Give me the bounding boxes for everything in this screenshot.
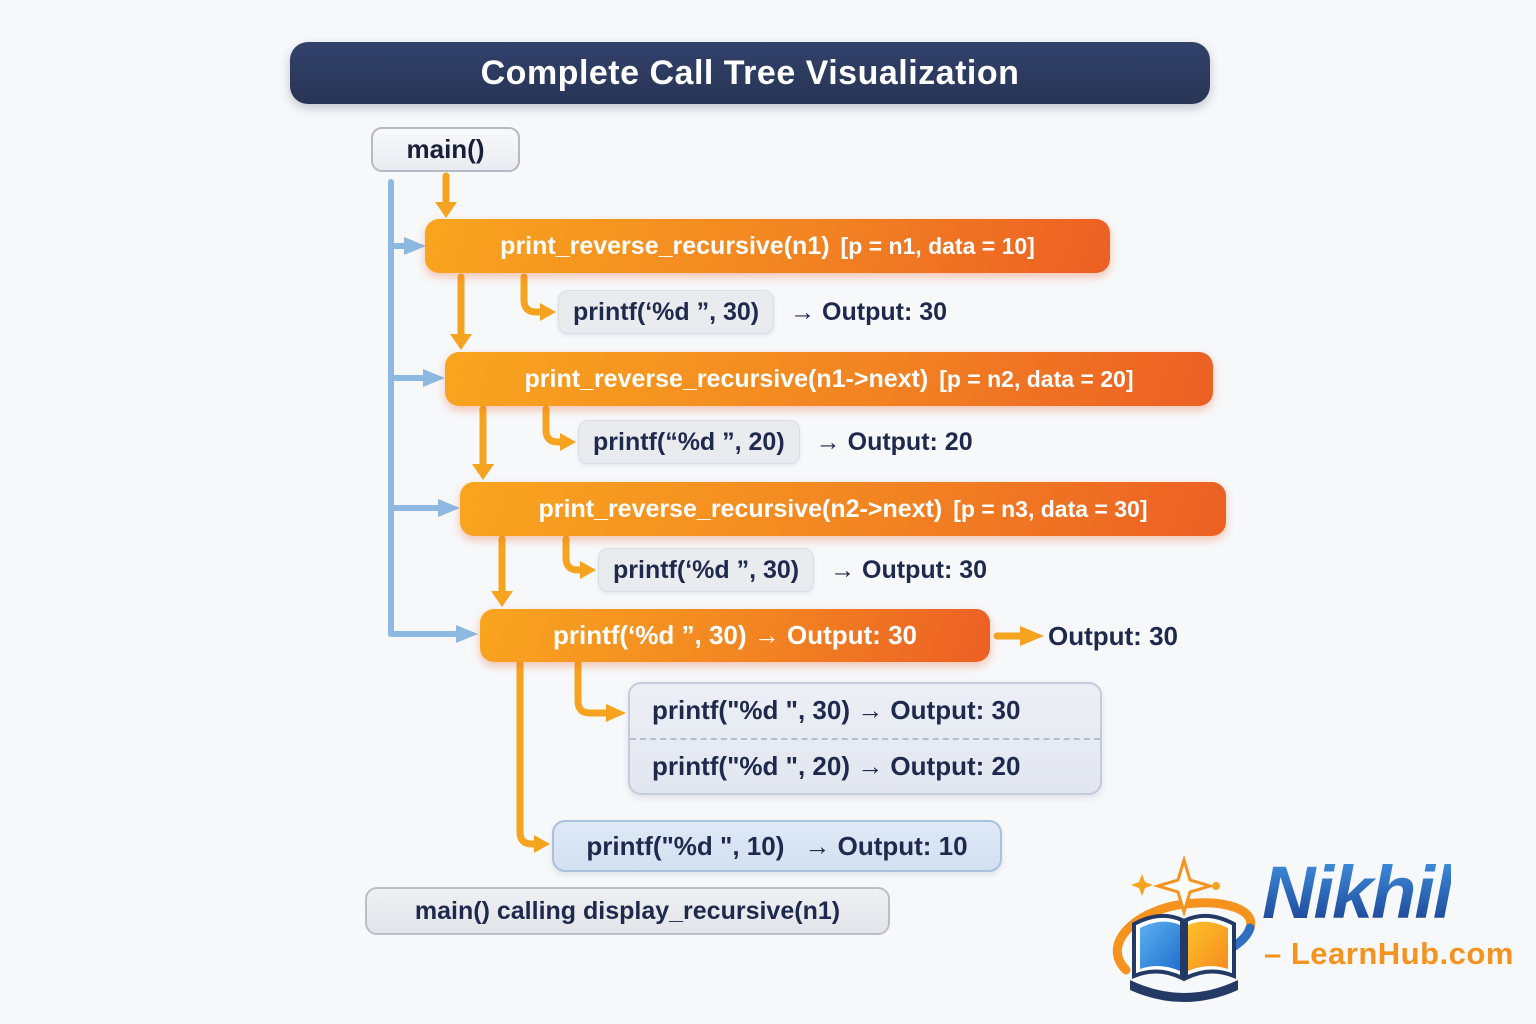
arrow-main-to-call1 xyxy=(435,172,457,218)
arrow-base-to-returns xyxy=(574,660,626,722)
printf-row-1: printf(‘%d ”, 30) → Output: 30 xyxy=(558,290,948,334)
printf-chip-1-code: printf(‘%d ”, 30) xyxy=(573,297,760,326)
final-printf-output: → Output: 10 xyxy=(804,830,968,861)
call-node-1-params: [p = n1, data = 10] xyxy=(840,232,1035,259)
printf-chip-3: printf(‘%d ”, 30) xyxy=(598,548,815,592)
final-printf-node: printf("%d ", 10) → Output: 10 xyxy=(552,820,1002,872)
call-node-2: print_reverse_recursive(n1->next) [p = n… xyxy=(445,352,1213,406)
call-node-2-params: [p = n2, data = 20] xyxy=(939,365,1134,392)
arrow-base-to-final xyxy=(516,660,550,853)
arrow-call3-to-printf3 xyxy=(562,535,596,579)
base-case-node: printf(‘%d ”, 30) → Output: 30 xyxy=(480,609,990,662)
arrow-call3-to-base xyxy=(491,535,513,607)
return-row-2-text: printf("%d ", 20) → Output: 20 xyxy=(652,750,1021,781)
final-printf-code: printf("%d ", 10) xyxy=(586,830,785,861)
call-node-3-params: [p = n3, data = 30] xyxy=(953,495,1148,522)
footer-note: main() calling display_recursive(n1) xyxy=(365,887,890,935)
title-banner: Complete Call Tree Visualization xyxy=(290,42,1210,104)
logo-site-text: – LearnHub.com xyxy=(1264,936,1514,971)
return-row-1-text: printf("%d ", 30) → Output: 30 xyxy=(652,695,1021,726)
learnhub-logo: Nikhil – LearnHub.com xyxy=(1108,848,1528,1018)
call-node-2-label: print_reverse_recursive(n1->next) xyxy=(524,364,929,393)
printf-output-3: → Output: 30 xyxy=(830,555,988,584)
main-node: main() xyxy=(371,127,520,172)
arrow-base-to-side-output xyxy=(993,626,1044,646)
call-node-3-label: print_reverse_recursive(n2->next) xyxy=(538,494,943,523)
returns-box: printf("%d ", 30) → Output: 30 printf("%… xyxy=(628,682,1102,795)
base-case-label: printf(‘%d ”, 30) → Output: 30 xyxy=(553,620,917,650)
printf-chip-3-code: printf(‘%d ”, 30) xyxy=(613,555,800,584)
return-row-2: printf("%d ", 20) → Output: 20 xyxy=(630,740,1100,794)
printf-output-2: → Output: 20 xyxy=(815,427,973,456)
logo-name-text: Nikhil xyxy=(1262,851,1453,934)
call-node-1: print_reverse_recursive(n1) [p = n1, dat… xyxy=(425,219,1110,273)
footer-note-text: main() calling display_recursive(n1) xyxy=(414,896,841,925)
printf-output-1: → Output: 30 xyxy=(790,297,948,326)
call-node-1-label: print_reverse_recursive(n1) xyxy=(500,231,830,260)
side-output-text: Output: 30 xyxy=(1048,621,1178,651)
main-node-label: main() xyxy=(406,134,485,164)
printf-row-3: printf(‘%d ”, 30) → Output: 30 xyxy=(598,548,988,592)
page-title: Complete Call Tree Visualization xyxy=(480,53,1020,92)
arrow-call1-to-call2 xyxy=(450,273,472,350)
open-book-icon xyxy=(1112,854,1256,1002)
printf-chip-2: printf(“%d ”, 20) xyxy=(578,420,800,464)
call-node-3: print_reverse_recursive(n2->next) [p = n… xyxy=(460,482,1226,536)
arrow-call2-to-call3 xyxy=(472,405,494,480)
printf-row-2: printf(“%d ”, 20) → Output: 20 xyxy=(578,420,973,464)
printf-chip-1: printf(‘%d ”, 30) xyxy=(558,290,775,334)
printf-chip-2-code: printf(“%d ”, 20) xyxy=(593,427,785,456)
return-row-1: printf("%d ", 30) → Output: 30 xyxy=(630,684,1100,740)
arrow-call2-to-printf2 xyxy=(542,405,576,451)
arrow-call1-to-printf1 xyxy=(520,273,556,321)
